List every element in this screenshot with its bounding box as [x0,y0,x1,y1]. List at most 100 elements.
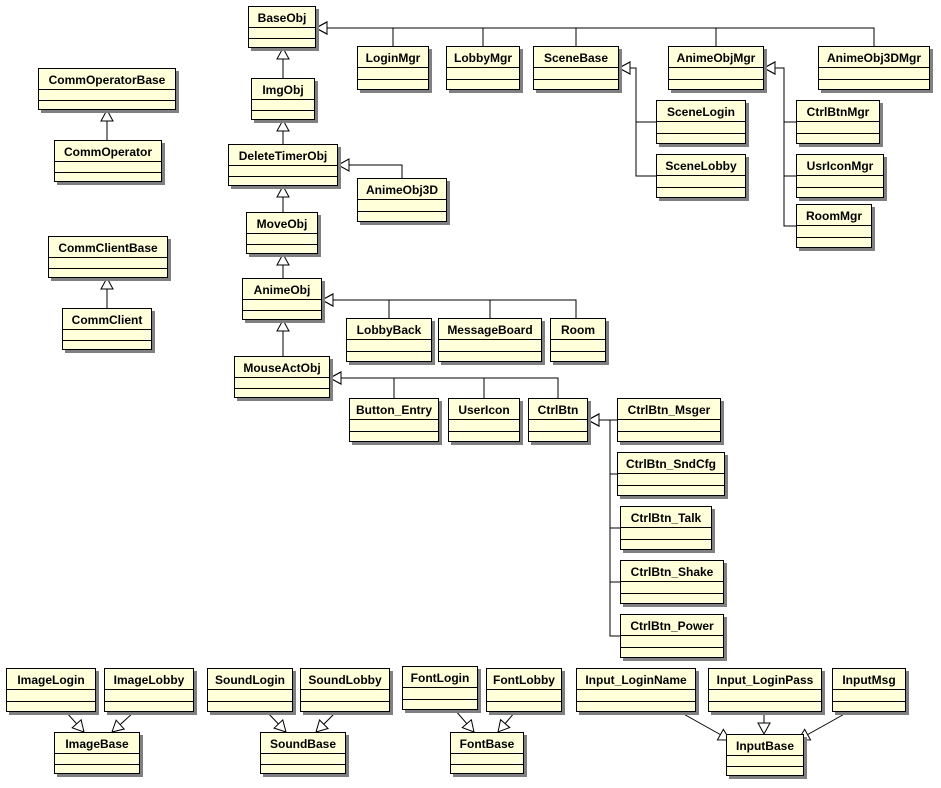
class-imgobj[interactable]: ImgObj [251,78,315,120]
class-fontbase[interactable]: FontBase [450,732,524,774]
class-messageboard[interactable]: MessageBoard [438,318,542,362]
operations-compartment [621,593,723,605]
operations-compartment [657,133,745,145]
edge-line [775,67,796,123]
class-inputbase[interactable]: InputBase [726,734,804,776]
generalization-deletetimerobj-to-imgobj [276,118,290,144]
attributes-compartment [797,225,871,237]
operations-compartment [657,187,745,199]
class-input-loginpass[interactable]: Input_LoginPass [708,668,822,712]
operations-compartment [55,172,161,183]
class-moveobj[interactable]: MoveObj [246,212,318,254]
class-deletetimerobj[interactable]: DeleteTimerObj [228,144,338,186]
class-loginmgr[interactable]: LoginMgr [357,46,429,90]
class-name: AnimeObjMgr [676,51,756,65]
class-animeobj3dmgr[interactable]: AnimeObj3DMgr [818,46,930,90]
class-animeobj[interactable]: AnimeObj [242,278,322,320]
class-fontlogin[interactable]: FontLogin [402,666,478,710]
generalization-arrowhead [497,718,511,733]
operations-compartment [235,388,329,399]
generalization-input_loginname-to-inputbase [679,711,731,741]
class-commclientbase[interactable]: CommClientBase [48,236,168,278]
class-button-entry[interactable]: Button_Entry [349,398,439,442]
class-soundlogin[interactable]: SoundLogin [207,668,293,712]
attributes-compartment [301,689,389,701]
attributes-compartment [669,67,763,79]
class-ctrlbtn-msger[interactable]: CtrlBtn_Msger [617,398,721,442]
generalization-ctrlbtn_sndcfg-to-ctrlbtn [586,413,617,475]
attributes-compartment [451,753,523,764]
class-ctrlbtnmgr[interactable]: CtrlBtnMgr [796,100,880,144]
class-commoperatorbase[interactable]: CommOperatorBase [38,68,176,110]
class-commoperator[interactable]: CommOperator [54,140,162,182]
generalization-arrowhead [617,61,631,75]
operations-compartment [358,79,428,91]
operations-compartment [727,766,803,777]
class-name: CtrlBtn_Power [630,619,714,633]
class-usriconmgr[interactable]: UsrIconMgr [796,154,884,198]
operations-compartment [55,764,139,775]
attributes-compartment [819,67,929,79]
class-name: SoundLobby [308,673,382,687]
class-scenelogin[interactable]: SceneLogin [656,100,746,144]
class-ctrlbtn-shake[interactable]: CtrlBtn_Shake [620,560,724,604]
class-name: CtrlBtn_Talk [630,511,702,525]
class-input-loginname[interactable]: Input_LoginName [576,668,696,712]
operations-compartment [261,764,345,775]
edge-line [119,711,135,725]
generalization-arrowhead [71,718,85,733]
class-ctrlbtn-sndcfg[interactable]: CtrlBtn_SndCfg [617,452,725,496]
class-roommgr[interactable]: RoomMgr [796,204,872,248]
class-inputmsg[interactable]: InputMsg [832,668,906,712]
attributes-compartment [55,753,139,764]
class-usericon[interactable]: UserIcon [448,398,520,442]
class-ctrlbtn-power[interactable]: CtrlBtn_Power [620,614,724,658]
attributes-compartment [657,175,745,187]
class-baseobj[interactable]: BaseObj [248,6,316,48]
generalization-arrowhead [100,108,114,122]
class-soundbase[interactable]: SoundBase [260,732,346,774]
class-scenelobby[interactable]: SceneLobby [656,154,746,198]
generalization-messageboard-to-animeobj [320,293,491,318]
class-name: ImageLobby [113,673,185,687]
class-mouseactobj[interactable]: MouseActObj [234,356,330,398]
class-lobbyback[interactable]: LobbyBack [346,318,432,362]
class-animeobjmgr[interactable]: AnimeObjMgr [668,46,764,90]
generalization-arrowhead [276,184,290,198]
attributes-compartment [621,635,723,647]
edge-line [630,67,656,123]
generalization-moveobj-to-deletetimerobj [276,184,290,212]
class-scenebase[interactable]: SceneBase [533,46,619,90]
class-imagelobby[interactable]: ImageLobby [104,668,194,712]
class-commclient[interactable]: CommClient [62,308,152,350]
generalization-fontlobby-to-fontbase [497,711,516,733]
edge-line [327,27,394,46]
attributes-compartment [797,175,883,187]
class-imagelogin[interactable]: ImageLogin [6,668,96,712]
class-lobbymgr[interactable]: LobbyMgr [446,46,520,90]
attributes-compartment [49,257,167,268]
class-fontlobby[interactable]: FontLobby [486,668,562,712]
edge-line [599,419,617,475]
class-name: CtrlBtn [537,403,579,417]
class-imagebase[interactable]: ImageBase [54,732,140,774]
operations-compartment [301,701,389,713]
class-name: CommOperatorBase [48,73,166,87]
class-name: MessageBoard [447,323,533,337]
generalization-commclient-to-commclientbase [100,276,114,308]
edge-line [807,711,849,736]
attributes-compartment [449,419,519,431]
class-name: SceneBase [543,51,609,65]
generalization-arrowhead [276,46,290,60]
class-soundlobby[interactable]: SoundLobby [300,668,390,712]
class-animeobj3d[interactable]: AnimeObj3D [357,178,447,222]
operations-compartment [621,539,711,551]
attributes-compartment [447,67,519,79]
generalization-arrowhead [315,719,329,733]
class-room[interactable]: Room [550,318,606,362]
class-ctrlbtn[interactable]: CtrlBtn [528,398,588,442]
attributes-compartment [797,121,879,133]
class-ctrlbtn-talk[interactable]: CtrlBtn_Talk [620,506,712,550]
generalization-soundlobby-to-soundbase [315,711,337,733]
